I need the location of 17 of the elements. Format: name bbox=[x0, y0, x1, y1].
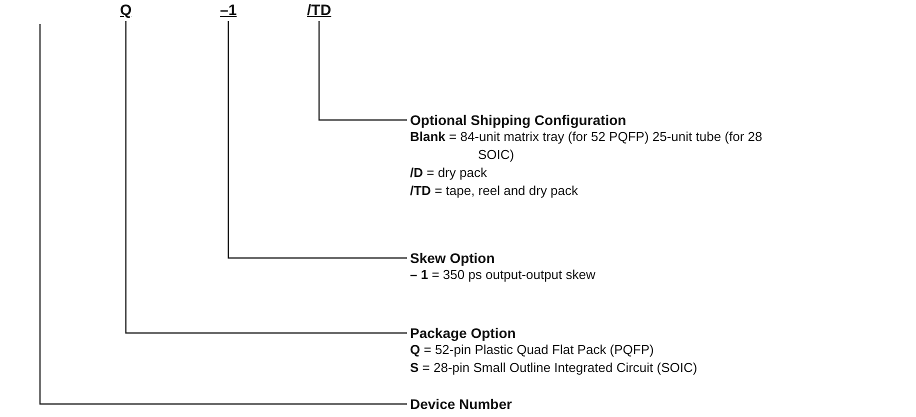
leader-line bbox=[318, 21, 407, 121]
leader-line bbox=[228, 21, 407, 259]
leader-line bbox=[125, 21, 407, 334]
code-field-text: Q bbox=[118, 2, 134, 19]
option-description-text: /D = dry pack bbox=[410, 164, 488, 182]
heading-text: Package Option bbox=[410, 325, 517, 341]
code-field-text: –1 bbox=[218, 2, 239, 19]
code-field-text: /TD bbox=[305, 2, 334, 19]
heading-text: Skew Option bbox=[410, 250, 496, 266]
leader-line bbox=[39, 24, 407, 405]
option-description-text: S = 28-pin Small Outline Integrated Circuit (SOIC) bbox=[410, 359, 698, 377]
option-description-text: /TD = tape, reel and dry pack bbox=[410, 182, 580, 200]
heading-text: Device Number bbox=[410, 396, 512, 412]
option-description-text: Q = 52-pin Plastic Quad Flat Pack (PQFP) bbox=[410, 341, 655, 359]
option-description-text: – 1 = 350 ps output-output skew bbox=[410, 266, 596, 284]
heading-text: Optional Shipping Configuration bbox=[410, 112, 628, 128]
option-description-text: Blank = 84-unit matrix tray (for 52 PQFP) 25-unit tube (for 28 SOIC) bbox=[410, 128, 764, 164]
